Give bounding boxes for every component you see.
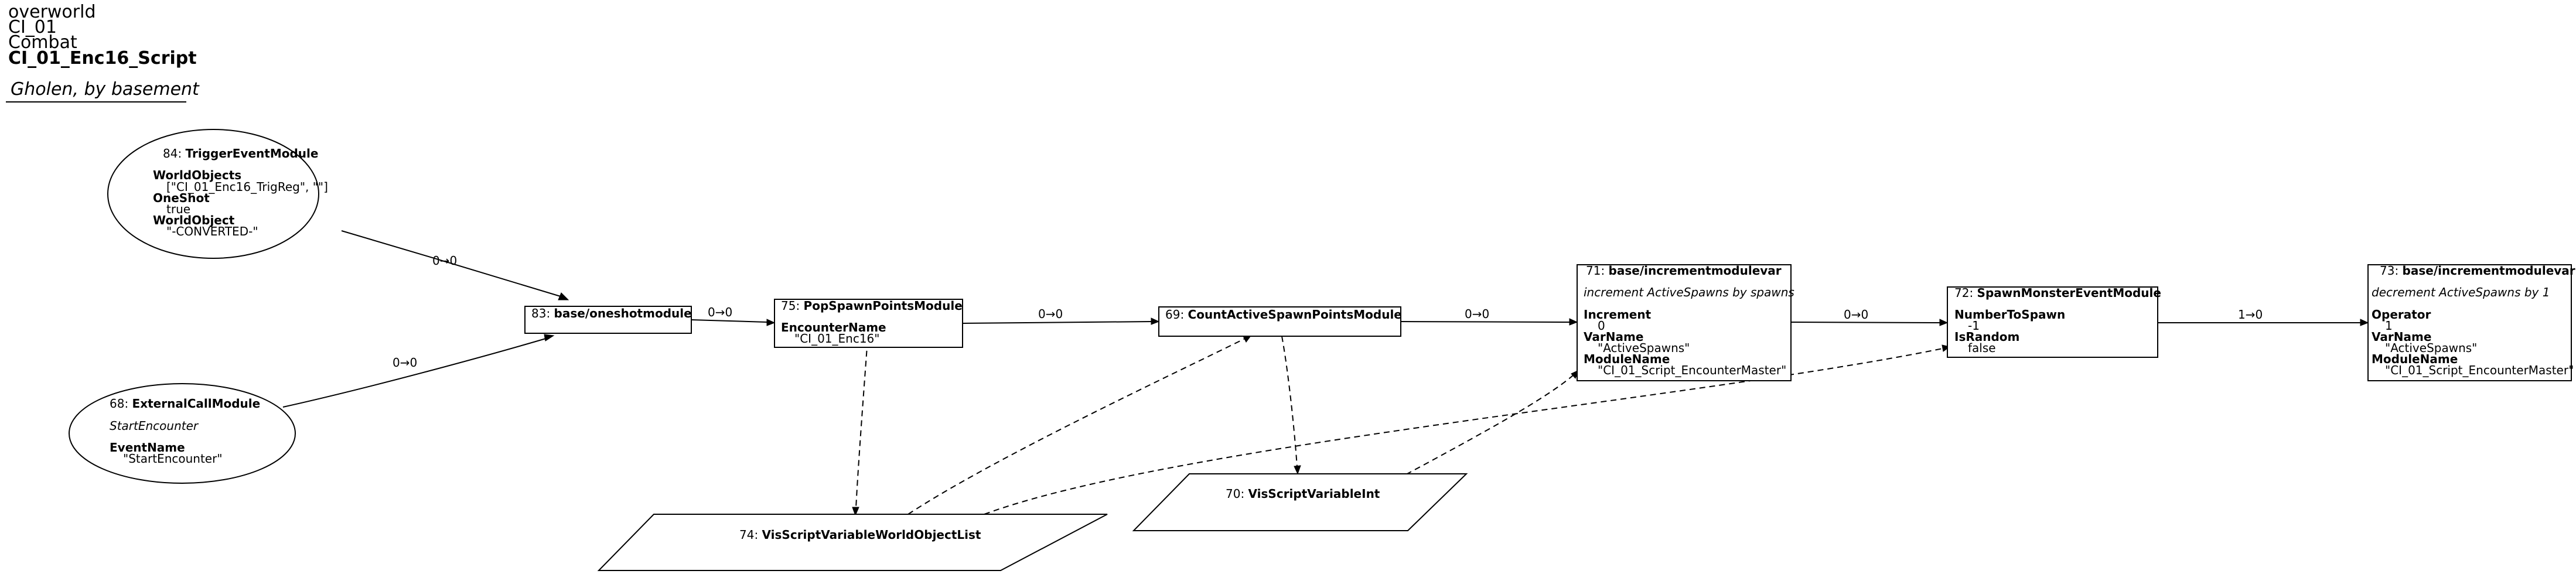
arrowhead-75-69 — [1151, 317, 1160, 325]
arrowhead-69-70 — [1294, 465, 1301, 475]
node-74-shape — [597, 514, 1108, 571]
node-84-value-world-objects: ["CI_01_Enc16_TrigReg", ""] — [166, 180, 328, 194]
node-70-shape — [1132, 473, 1468, 531]
var-link-70-71 — [1405, 374, 1574, 475]
node-71-increment-module-var[interactable]: 71: base/incrementmodulevar increment Ac… — [1577, 264, 1794, 381]
header-line-overworld: overworld — [8, 2, 96, 22]
arrowhead-84-83 — [558, 292, 569, 300]
node-74-header: 74: VisScriptVariableWorldObjectList — [739, 528, 981, 542]
node-84-header: 84: TriggerEventModule — [163, 146, 318, 160]
node-73-param-var-name: VarName — [2372, 330, 2431, 344]
edge-84-83 — [341, 230, 563, 298]
node-72-param-is-random: IsRandom — [1954, 330, 2019, 344]
node-72-value-number-to-spawn: -1 — [1968, 319, 1980, 333]
graph-subtitle: Gholen, by basement — [11, 79, 200, 100]
node-72-header: 72: SpawnMonsterEventModule — [1954, 286, 2161, 300]
node-71-param-module-name: ModuleName — [1584, 352, 1670, 366]
node-72-shape — [1947, 286, 2158, 358]
graph-edges: 0→0 0→0 0→0 0→0 0→0 0→0 1→0 — [282, 230, 2369, 517]
arrowhead-75-74 — [852, 507, 859, 517]
node-73-increment-module-var[interactable]: 73: base/incrementmodulevar decrement Ac… — [2367, 264, 2575, 381]
node-84-value-world-object: "-CONVERTED-" — [166, 224, 258, 238]
node-72-spawn-monster-event-module[interactable]: 72: SpawnMonsterEventModule NumberToSpaw… — [1947, 286, 2161, 358]
header-line-zone: CI_01 — [8, 17, 57, 37]
node-75-value-encounter-name: "CI_01_Enc16" — [794, 332, 879, 346]
edge-label-69-71: 0→0 — [1465, 307, 1489, 321]
node-68-comment: StartEncounter — [110, 419, 199, 433]
node-73-shape — [2367, 264, 2572, 381]
node-73-param-module-name: ModuleName — [2372, 352, 2458, 366]
node-73-value-module-name: "CI_01_Script_EncounterMaster" — [2385, 363, 2574, 377]
node-84-param-world-objects: WorldObjects — [153, 168, 241, 182]
node-71-shape — [1577, 264, 1792, 381]
node-83-shape — [524, 306, 692, 334]
node-69-count-active-spawn-points-module[interactable]: 69: CountActiveSpawnPointsModule — [1158, 306, 1402, 337]
header-line-category: Combat — [8, 32, 77, 53]
arrowhead-72-73 — [2360, 319, 2369, 326]
node-84-param-world-object: WorldObject — [153, 213, 235, 227]
node-84-trigger-event-module[interactable]: 84: TriggerEventModule WorldObjects ["CI… — [107, 129, 328, 259]
node-70-header: 70: VisScriptVariableInt — [1226, 487, 1380, 501]
arrowhead-69-71 — [1569, 318, 1578, 326]
node-74-world-object-list-variable[interactable]: 74: VisScriptVariableWorldObjectList — [597, 514, 1108, 571]
node-69-header: 69: CountActiveSpawnPointsModule — [1165, 308, 1402, 322]
node-83-header: 83: base/oneshotmodule — [531, 306, 692, 320]
node-75-header: 75: PopSpawnPointsModule — [781, 299, 963, 313]
node-71-comment: increment ActiveSpawns by spawns — [1584, 285, 1794, 299]
var-link-75-74 — [855, 330, 869, 509]
node-73-param-operator: Operator — [2372, 308, 2431, 322]
node-83-oneshot-module[interactable]: 83: base/oneshotmodule — [524, 306, 692, 334]
arrowhead-71-72 — [1939, 319, 1949, 326]
node-73-value-var-name: "ActiveSpawns" — [2385, 341, 2477, 355]
node-69-shape — [1158, 306, 1401, 337]
node-84-param-one-shot: OneShot — [153, 191, 210, 205]
edge-71-72 — [1790, 322, 1941, 323]
graph-header: overworld CI_01 Combat CI_01_Enc16_Scrip… — [6, 2, 200, 102]
var-link-74-72 — [984, 348, 1943, 515]
node-75-param-encounter-name: EncounterName — [781, 320, 886, 334]
node-73-comment: decrement ActiveSpawns by 1 — [2372, 285, 2550, 299]
node-71-value-increment: 0 — [1598, 319, 1605, 333]
node-72-value-is-random: false — [1968, 341, 1996, 355]
edge-label-72-73: 1→0 — [2238, 308, 2263, 322]
edge-label-84-83: 0→0 — [432, 254, 457, 268]
node-68-external-call-module[interactable]: 68: ExternalCallModule StartEncounter Ev… — [69, 383, 296, 484]
node-68-param-event-name: EventName — [110, 440, 185, 455]
edge-label-75-69: 0→0 — [1038, 307, 1063, 321]
node-84-value-one-shot: true — [166, 202, 190, 216]
node-72-param-number-to-spawn: NumberToSpawn — [1954, 308, 2065, 322]
node-68-shape — [69, 383, 296, 484]
graph-title: CI_01_Enc16_Script — [8, 48, 197, 69]
node-68-value-event-name: "StartEncounter" — [123, 452, 223, 466]
node-73-header: 73: base/incrementmodulevar — [2380, 264, 2575, 278]
edge-68-83 — [282, 337, 548, 408]
edge-75-69 — [962, 321, 1152, 324]
var-link-74-69 — [907, 338, 1246, 515]
node-68-header: 68: ExternalCallModule — [110, 397, 260, 411]
node-75-shape — [774, 299, 963, 348]
arrowhead-83-75 — [766, 319, 776, 326]
node-71-header: 71: base/incrementmodulevar — [1586, 264, 1782, 278]
edge-label-83-75: 0→0 — [708, 305, 732, 319]
var-link-69-70 — [1281, 336, 1298, 467]
node-70-int-variable[interactable]: 70: VisScriptVariableInt — [1132, 473, 1468, 531]
node-71-value-var-name: "ActiveSpawns" — [1598, 341, 1690, 355]
node-71-param-var-name: VarName — [1584, 330, 1643, 344]
edge-label-71-72: 0→0 — [1844, 308, 1868, 322]
arrowhead-68-83 — [544, 334, 555, 341]
node-75-pop-spawn-points-module[interactable]: 75: PopSpawnPointsModule EncounterName "… — [774, 299, 963, 348]
edge-83-75 — [691, 319, 768, 323]
node-71-value-module-name: "CI_01_Script_EncounterMaster" — [1598, 363, 1786, 377]
node-84-shape — [107, 129, 319, 259]
node-71-param-increment: Increment — [1584, 308, 1652, 322]
edge-label-68-83: 0→0 — [393, 356, 417, 370]
node-73-value-operator: 1 — [2385, 319, 2393, 333]
